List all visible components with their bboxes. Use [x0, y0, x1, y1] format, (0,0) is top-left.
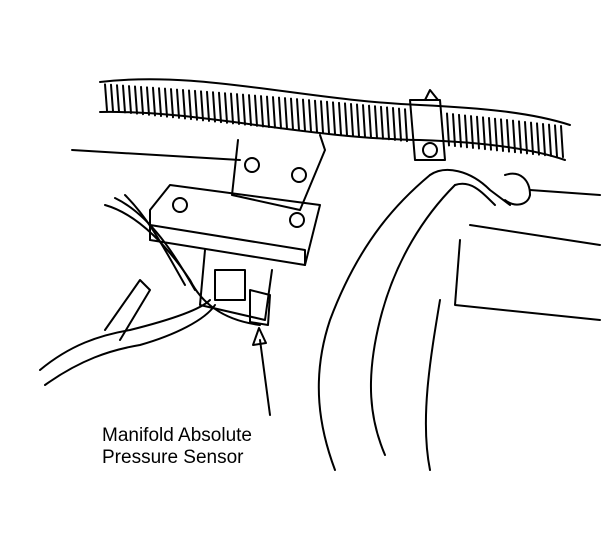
- conduit-rib: [500, 118, 504, 152]
- conduit-rib: [542, 122, 546, 157]
- conduit-rib: [110, 83, 114, 113]
- conduit-rib: [554, 124, 558, 158]
- conduit-rib: [242, 93, 246, 126]
- conduit-rib: [368, 104, 372, 139]
- conduit-rib: [446, 112, 450, 147]
- conduit-rib: [464, 114, 468, 149]
- conduit-rib: [230, 92, 234, 125]
- conduit-rib: [458, 113, 462, 148]
- conduit-rib: [494, 117, 498, 152]
- conduit-rib: [284, 97, 288, 130]
- conduit-rib: [308, 99, 312, 133]
- conduit-rib: [530, 121, 534, 156]
- conduit-rib: [356, 103, 360, 138]
- conduit-rib: [380, 105, 384, 140]
- conduit-rib: [296, 98, 300, 132]
- conduit-rib: [224, 92, 228, 124]
- label-line-1: Manifold Absolute: [102, 425, 252, 446]
- label-line-2: Pressure Sensor: [102, 447, 244, 468]
- conduit-rib: [404, 108, 408, 143]
- conduit-rib: [290, 97, 294, 131]
- wiring-harness-conduit: [99, 78, 571, 161]
- background-line: [71, 149, 241, 161]
- conduit-rib: [182, 89, 186, 120]
- conduit-rib: [488, 117, 492, 151]
- leader-arrow: [252, 327, 271, 416]
- conduit-rib: [548, 123, 552, 157]
- conduit-rib: [254, 94, 258, 127]
- conduit-rib: [452, 113, 456, 148]
- conduit-rib: [206, 90, 210, 122]
- conduit-rib: [104, 83, 108, 112]
- conduit-rib: [164, 87, 168, 118]
- conduit-rib: [374, 105, 378, 140]
- map-sensor: [149, 184, 321, 326]
- conduit-rib: [146, 86, 150, 116]
- harness-clamp: [409, 89, 446, 161]
- conduit-rib: [338, 101, 342, 136]
- engine-pipes: [317, 169, 601, 471]
- conduit-rib: [392, 107, 396, 141]
- conduit-rib: [272, 96, 276, 129]
- conduit-rib: [482, 116, 486, 151]
- conduit-rib: [200, 90, 204, 122]
- conduit-rib: [536, 122, 540, 156]
- conduit-rib: [344, 102, 348, 137]
- conduit-rib: [266, 95, 270, 129]
- conduit-rib: [128, 85, 132, 114]
- conduit-rib: [512, 119, 516, 154]
- conduit-rib: [158, 87, 162, 118]
- conduit-rib: [524, 120, 528, 155]
- conduit-rib: [518, 120, 522, 154]
- conduit-rib: [470, 115, 474, 149]
- conduit-rib: [476, 115, 480, 150]
- conduit-rib: [278, 96, 282, 130]
- conduit-rib: [506, 119, 510, 153]
- conduit-rib: [176, 88, 180, 119]
- conduit-rib: [134, 85, 138, 115]
- conduit-rib: [248, 94, 252, 127]
- mounting-bracket: [231, 134, 326, 211]
- conduit-rib: [326, 100, 330, 135]
- conduit-rib: [362, 104, 366, 138]
- conduit-rib: [560, 124, 564, 159]
- conduit-rib: [188, 89, 192, 121]
- conduit-rib: [398, 107, 402, 142]
- conduit-rib: [194, 89, 198, 121]
- conduit-rib: [116, 84, 120, 113]
- conduit-rib: [260, 95, 264, 128]
- conduit-rib: [302, 98, 306, 132]
- conduit-rib: [212, 91, 216, 123]
- conduit-rib: [350, 102, 354, 137]
- conduit-rib: [122, 84, 126, 114]
- conduit-rib: [332, 101, 336, 135]
- conduit-rib: [386, 106, 390, 141]
- conduit-rib: [170, 88, 174, 119]
- conduit-rib: [218, 91, 222, 124]
- conduit-rib: [314, 99, 318, 133]
- conduit-rib: [236, 93, 240, 125]
- sensor-wires: [39, 194, 261, 386]
- conduit-rib: [320, 100, 324, 134]
- conduit-rib: [152, 86, 156, 117]
- conduit-rib: [140, 85, 144, 116]
